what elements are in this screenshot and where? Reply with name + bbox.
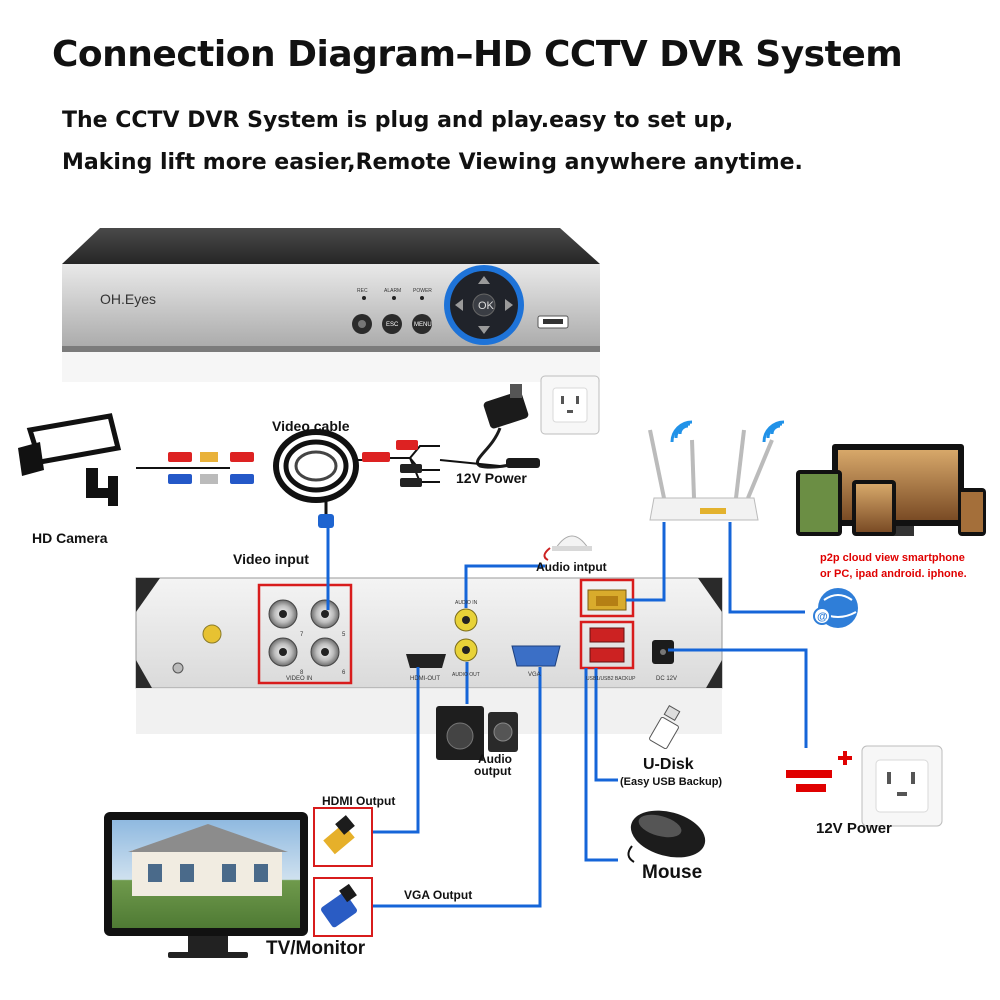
video-cable-label: Video cable [272,418,350,434]
hd-camera-icon [18,413,122,506]
power-adapter [476,384,540,469]
rec-indicator-label: REC [357,288,368,294]
router-icon [648,429,774,521]
power-12v-top-label: 12V Power [456,470,527,486]
dvr-back-panel [135,577,723,734]
power-indicator-label: POWER [413,288,432,294]
power-12v-right-label: 12V Power [816,820,892,837]
wall-socket-top [540,375,600,435]
diagram-title: Connection Diagram–HD CCTV DVR System [52,34,903,75]
usb-drive-icon [649,704,681,750]
audio-out-port-label: AUDIO OUT [452,672,480,678]
channel-number: 7 [300,632,304,638]
remote-devices [796,444,986,536]
usb-port-label: USB1/USB2 BACKUP [586,676,636,682]
microphone-icon [543,535,592,561]
audio-input-label: Audio intput [536,560,607,574]
dvr-front-unit [62,228,600,382]
connection-lines [326,522,808,908]
audio-in-port-label: AUDIO IN [455,600,478,606]
channel-number: 6 [342,670,346,676]
menu-button-label: MENU [414,322,432,328]
hdmi-out-port-label: HDMI-OUT [410,676,440,682]
video-cable [136,429,501,528]
audio-output-label-line-1: Audio [478,752,512,766]
tv-monitor-icon [104,812,308,958]
udisk-label: U-Disk [643,756,694,773]
globe-icon: @ [813,588,858,628]
svg-text:@: @ [817,611,828,623]
highlight-boxes [257,578,635,685]
cloud-view-label-line-2: or PC, ipad android. iphone. [820,568,967,580]
hdmi-output-label: HDMI Output [322,794,396,808]
dc-power-symbol [786,751,852,792]
speakers-icon [436,706,518,760]
alarm-indicator-label: ALARM [384,288,401,294]
video-input-label: Video input [233,551,309,567]
esc-button-label: ESC [386,322,399,328]
subtitle-line-1: The CCTV DVR System is plug and play.eas… [62,108,734,133]
cloud-view-label-line-1: p2p cloud view smartphone [820,552,965,564]
channel-number: 5 [342,632,346,638]
hdmi-cable-icon [313,807,373,867]
hardware-labels: OH.Eyes REC ALARM POWER ESC MENU OK VIDE… [100,288,677,682]
audio-output-label-line-2: output [474,764,512,778]
udisk-sublabel: (Easy USB Backup) [620,776,723,788]
ok-button-label: OK [478,300,495,312]
tv-monitor-label: TV/Monitor [266,938,366,959]
video-in-port-label: VIDEO IN [286,676,312,682]
mouse-label: Mouse [642,862,703,883]
vga-output-label: VGA Output [404,888,473,902]
dc-port-label: DC 12V [656,676,677,682]
wall-socket-right [861,745,943,827]
channel-number: 8 [300,670,304,676]
mouse-icon [627,810,706,863]
hd-camera-label: HD Camera [32,530,108,546]
vga-port-label: VGA [528,672,541,678]
subtitle-line-2: Making lift more easier,Remote Viewing a… [62,150,803,175]
wifi-icon [670,420,785,443]
dvr-brand: OH.Eyes [100,291,156,307]
vga-cable-icon [313,877,373,937]
